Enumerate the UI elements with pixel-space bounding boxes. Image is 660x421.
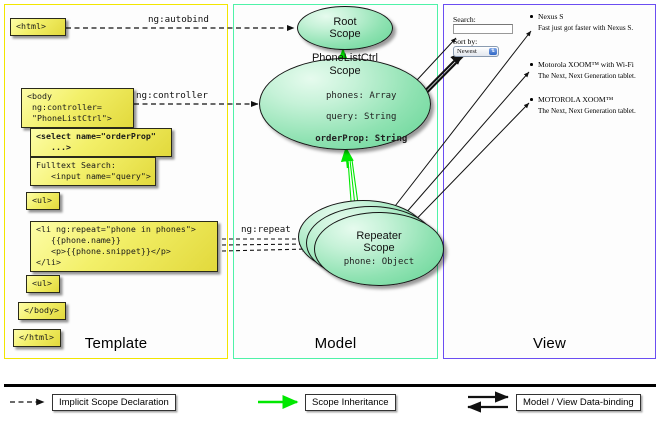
- phonelistctrl-scope-ellipse[interactable]: PhoneListCtrl Scope phones: Array query:…: [259, 52, 431, 150]
- sort-select-value: Newest: [457, 48, 477, 55]
- phone-snippet: The Next, Next Generation tablet.: [538, 72, 636, 80]
- phonelistctrl-scope-props: phones: Array query: String orderProp: S…: [283, 80, 408, 156]
- edge-label-controller: ng:controller: [136, 90, 208, 101]
- phone-snippet: Fast just got faster with Nexus S.: [538, 24, 634, 32]
- legend-scope-inheritance: Scope Inheritance: [305, 394, 396, 411]
- phonelistctrl-scope-title: PhoneListCtrl Scope: [311, 52, 379, 77]
- bullet-icon: [530, 15, 533, 18]
- repeater-scope-title: Repeater Scope: [356, 229, 402, 255]
- phone-name: Motorola XOOM™ with Wi-Fi: [538, 60, 634, 69]
- column-title-view: View: [532, 335, 567, 352]
- sort-select[interactable]: Newest ⇅: [453, 46, 499, 57]
- prop-phones: phones: Array: [326, 90, 397, 101]
- legend-implicit-scope-declaration: Implicit Scope Declaration: [52, 394, 176, 411]
- phone-name: MOTOROLA XOOM™: [538, 95, 614, 104]
- li-repeat-box[interactable]: <li ng:repeat="phone in phones"> {{phone…: [30, 221, 218, 272]
- legend-divider: [4, 384, 656, 387]
- column-title-model: Model: [314, 335, 357, 352]
- select-tag-box[interactable]: <select name="orderProp" ...>: [30, 128, 172, 157]
- body-tag-box[interactable]: <body ng:controller= "PhoneListCtrl">: [21, 88, 134, 128]
- edge-label-repeat: ng:repeat: [241, 224, 291, 235]
- column-view: View: [443, 4, 656, 359]
- prop-query: query: String: [326, 112, 397, 123]
- search-input[interactable]: [453, 24, 513, 34]
- body-close-tag-box[interactable]: </body>: [18, 302, 66, 320]
- phone-snippet: The Next, Next Generation tablet.: [538, 107, 636, 115]
- repeater-scope-ellipse[interactable]: Repeater Scope phone: Object: [314, 212, 444, 286]
- prop-orderprop: orderProp: String: [315, 134, 408, 145]
- html-close-tag-box[interactable]: </html>: [13, 329, 61, 347]
- bullet-icon: [530, 98, 533, 101]
- legend-model-view-databinding: Model / View Data-binding: [516, 394, 641, 411]
- edge-label-autobind: ng:autobind: [148, 14, 209, 25]
- root-scope-title: Root Scope: [329, 15, 361, 40]
- root-scope-ellipse[interactable]: Root Scope: [297, 6, 393, 50]
- html-open-tag-box[interactable]: <html>: [10, 18, 66, 36]
- phone-name: Nexus S: [538, 12, 564, 21]
- bullet-icon: [530, 63, 533, 66]
- sort-label: Sort by:: [453, 37, 478, 46]
- ul-open-tag-box[interactable]: <ul>: [26, 192, 60, 210]
- chevron-updown-icon[interactable]: ⇅: [489, 48, 497, 55]
- column-title-template: Template: [84, 335, 148, 352]
- search-label: Search:: [453, 15, 476, 24]
- ul-close-tag-box[interactable]: <ul>: [26, 275, 60, 293]
- repeater-scope-props: phone: Object: [343, 257, 415, 268]
- fulltext-search-box[interactable]: Fulltext Search: <input name="query">: [30, 157, 156, 186]
